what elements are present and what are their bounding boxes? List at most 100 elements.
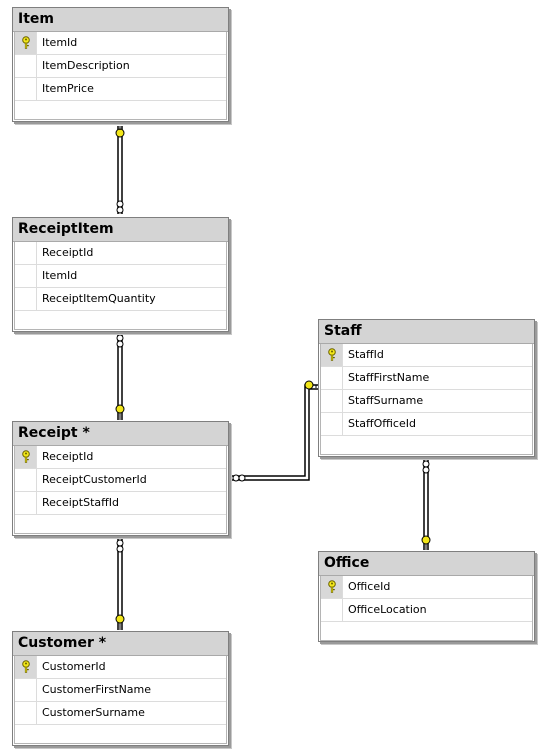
column-row[interactable]: ReceiptId: [15, 242, 226, 265]
column-row[interactable]: OfficeId: [321, 576, 532, 599]
row-selector[interactable]: [321, 390, 343, 412]
many-end-infinity-icon: [116, 334, 124, 348]
one-end-key-icon: [421, 535, 431, 550]
empty-row[interactable]: [321, 622, 532, 640]
relationship-receiptitem-receipt[interactable]: [115, 333, 125, 420]
column-name: ItemId: [42, 269, 78, 282]
column-name: ItemPrice: [42, 82, 94, 95]
row-selector[interactable]: [321, 599, 343, 621]
row-selector[interactable]: [15, 78, 37, 100]
row-selector[interactable]: [15, 446, 37, 468]
column-list: CustomerId CustomerFirstName CustomerSur…: [14, 656, 227, 744]
row-selector[interactable]: [15, 492, 37, 514]
many-end-infinity-icon: [116, 200, 124, 214]
row-selector[interactable]: [15, 656, 37, 678]
table-receipt[interactable]: Receipt * ReceiptId ReceiptCustomerId: [12, 421, 229, 536]
column-row[interactable]: CustomerId: [15, 656, 226, 679]
column-row[interactable]: StaffSurname: [321, 390, 532, 413]
column-row[interactable]: ItemId: [15, 32, 226, 55]
column-row[interactable]: ReceiptCustomerId: [15, 469, 226, 492]
column-row[interactable]: ReceiptStaffId: [15, 492, 226, 515]
table-item[interactable]: Item ItemId ItemDescription: [12, 7, 229, 122]
key-icon: [22, 450, 30, 463]
empty-row[interactable]: [15, 101, 226, 119]
row-selector[interactable]: [15, 679, 37, 701]
empty-row[interactable]: [15, 311, 226, 329]
row-selector[interactable]: [15, 32, 37, 54]
column-name: ReceiptItemQuantity: [42, 292, 156, 305]
row-selector[interactable]: [15, 288, 37, 310]
column-row[interactable]: ReceiptItemQuantity: [15, 288, 226, 311]
column-name: ItemId: [42, 36, 78, 49]
column-name: StaffSurname: [348, 394, 424, 407]
row-selector[interactable]: [15, 242, 37, 264]
column-name: ReceiptId: [42, 450, 94, 463]
row-selector[interactable]: [321, 344, 343, 366]
column-name: ItemDescription: [42, 59, 130, 72]
table-title[interactable]: Item: [13, 8, 228, 32]
key-icon: [328, 348, 336, 361]
column-row[interactable]: CustomerFirstName: [15, 679, 226, 702]
column-row[interactable]: StaffFirstName: [321, 367, 532, 390]
column-name: ReceiptId: [42, 246, 94, 259]
many-end-infinity-icon: [422, 460, 430, 474]
column-row[interactable]: ReceiptId: [15, 446, 226, 469]
column-list: ItemId ItemDescription ItemPrice: [14, 32, 227, 120]
key-icon: [22, 36, 30, 49]
column-list: StaffId StaffFirstName StaffSurname Staf…: [320, 344, 533, 455]
many-end-infinity-icon: [232, 474, 246, 482]
one-end-key-icon: [115, 404, 125, 420]
empty-row[interactable]: [15, 725, 226, 743]
table-staff[interactable]: Staff StaffId StaffFirstName: [318, 319, 535, 457]
table-title[interactable]: Staff: [319, 320, 534, 344]
table-customer[interactable]: Customer * CustomerId CustomerFirstName: [12, 631, 229, 746]
row-selector[interactable]: [15, 469, 37, 491]
row-selector[interactable]: [15, 702, 37, 724]
column-row[interactable]: ItemId: [15, 265, 226, 288]
row-selector[interactable]: [321, 413, 343, 435]
column-row[interactable]: StaffOfficeId: [321, 413, 532, 436]
table-title[interactable]: Customer *: [13, 632, 228, 656]
row-selector[interactable]: [15, 55, 37, 77]
row-selector[interactable]: [15, 265, 37, 287]
column-name: CustomerFirstName: [42, 683, 152, 696]
one-end-key-icon: [304, 380, 319, 390]
key-icon: [22, 660, 30, 673]
column-name: StaffFirstName: [348, 371, 430, 384]
empty-row[interactable]: [321, 436, 532, 454]
column-row[interactable]: StaffId: [321, 344, 532, 367]
table-receiptitem[interactable]: ReceiptItem ReceiptId ItemId ReceiptItem…: [12, 217, 229, 332]
table-title[interactable]: ReceiptItem: [13, 218, 228, 242]
key-icon: [328, 580, 336, 593]
table-title[interactable]: Office: [319, 552, 534, 576]
column-row[interactable]: ItemPrice: [15, 78, 226, 101]
column-name: ReceiptCustomerId: [42, 473, 147, 486]
column-name: OfficeId: [348, 580, 391, 593]
column-row[interactable]: ItemDescription: [15, 55, 226, 78]
relationship-staff-office[interactable]: [421, 459, 431, 550]
column-name: CustomerId: [42, 660, 106, 673]
row-selector[interactable]: [321, 367, 343, 389]
empty-row[interactable]: [15, 515, 226, 533]
relationship-receipt-staff[interactable]: [230, 380, 319, 482]
column-row[interactable]: OfficeLocation: [321, 599, 532, 622]
relationship-item-receiptitem[interactable]: [115, 126, 125, 214]
column-list: ReceiptId ItemId ReceiptItemQuantity: [14, 242, 227, 330]
row-selector[interactable]: [321, 576, 343, 598]
column-name: ReceiptStaffId: [42, 496, 119, 509]
table-title[interactable]: Receipt *: [13, 422, 228, 446]
column-name: CustomerSurname: [42, 706, 145, 719]
column-list: ReceiptId ReceiptCustomerId ReceiptStaff…: [14, 446, 227, 534]
table-office[interactable]: Office OfficeId OfficeLocation: [318, 551, 535, 642]
column-name: StaffOfficeId: [348, 417, 416, 430]
relationship-receipt-customer[interactable]: [115, 537, 125, 630]
column-row[interactable]: CustomerSurname: [15, 702, 226, 725]
column-list: OfficeId OfficeLocation: [320, 576, 533, 641]
column-name: StaffId: [348, 348, 384, 361]
column-name: OfficeLocation: [348, 603, 427, 616]
many-end-infinity-icon: [116, 539, 124, 553]
one-end-key-icon: [115, 614, 125, 630]
one-end-key-icon: [115, 126, 125, 138]
